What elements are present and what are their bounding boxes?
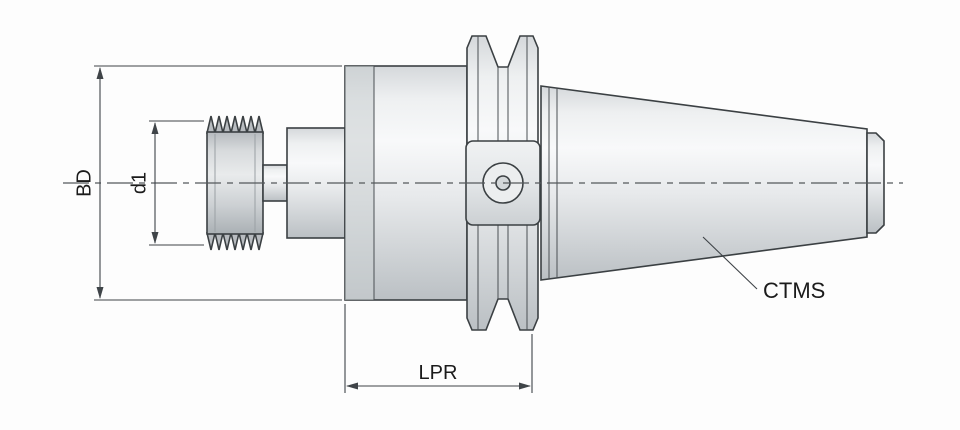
dimension-lpr: LPR	[344, 304, 533, 393]
nut-serration-top	[205, 115, 265, 134]
nut-serration-bottom	[205, 232, 265, 251]
ctms-label: CTMS	[763, 278, 825, 303]
lpr-arrow-left	[346, 382, 358, 390]
d1-arrow-bottom	[151, 232, 159, 244]
bd-arrow-bottom	[96, 287, 104, 299]
ctms-callout: CTMS	[702, 236, 825, 303]
dimension-d1: d1	[128, 120, 204, 246]
ctms-leader-line	[702, 236, 758, 290]
lpr-arrow-right	[519, 382, 531, 390]
lpr-label: LPR	[419, 362, 458, 384]
bd-label: BD	[73, 169, 95, 197]
bd-arrow-top	[96, 67, 104, 79]
d1-label: d1	[128, 172, 150, 194]
d1-arrow-top	[151, 122, 159, 134]
dimension-bd: BD	[73, 65, 342, 301]
